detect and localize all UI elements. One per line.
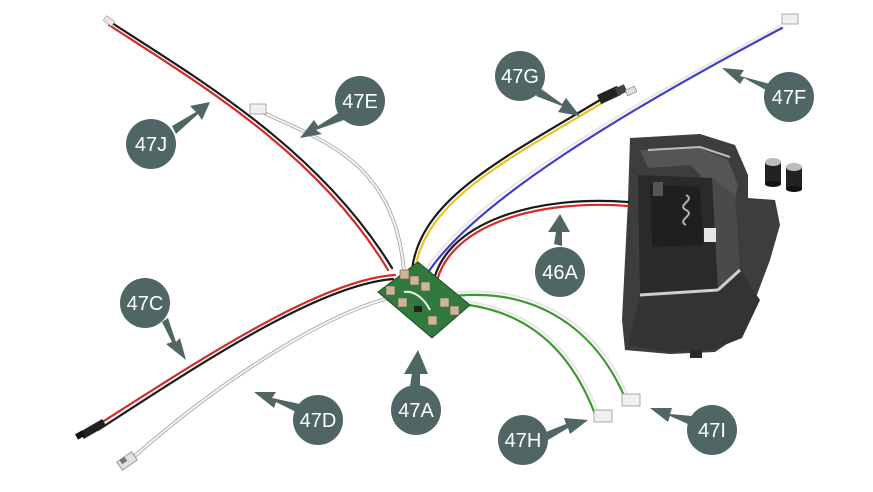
wire-47c <box>94 273 397 432</box>
callout-47g: 47G <box>495 51 580 116</box>
wire-47h <box>438 298 600 416</box>
callout-label: 47J <box>135 134 167 156</box>
callout-47f: 47F <box>722 68 814 122</box>
callout-47j: 47J <box>126 102 210 169</box>
callout-label: 47G <box>501 66 539 88</box>
connector <box>593 409 613 423</box>
wire-47j <box>107 21 394 272</box>
connector <box>102 15 116 27</box>
capacitor <box>786 163 802 192</box>
wire-47f <box>422 24 784 276</box>
connector <box>621 393 641 407</box>
connector <box>596 84 638 105</box>
capacitor <box>765 158 781 187</box>
callout-47h: 47H <box>498 415 588 465</box>
pcb-board <box>377 261 471 339</box>
callout-47e: 47E <box>300 76 385 138</box>
connector <box>781 13 799 25</box>
callout-47d: 47D <box>254 392 343 445</box>
callout-label: 47C <box>127 293 164 315</box>
battery-housing <box>622 134 780 358</box>
wire-47d <box>126 294 400 464</box>
callout-label: 47I <box>698 420 726 442</box>
callout-47c: 47C <box>120 278 186 360</box>
connector <box>75 419 107 440</box>
callout-46a: 46A <box>535 214 585 297</box>
wire-47e <box>260 110 406 274</box>
callout-47i: 47I <box>650 405 737 455</box>
callout-label: 47H <box>505 430 542 452</box>
callout-47a: 47A <box>391 350 441 435</box>
callout-label: 47A <box>398 400 434 422</box>
wire-47i <box>442 290 630 400</box>
callout-label: 47F <box>772 87 806 109</box>
wire-46a <box>430 199 630 293</box>
connector <box>249 103 267 115</box>
wire-47g <box>410 98 604 273</box>
callout-label: 46A <box>542 262 578 284</box>
connector <box>116 451 138 471</box>
callout-label: 47D <box>300 410 337 432</box>
callout-label: 47E <box>342 91 378 113</box>
